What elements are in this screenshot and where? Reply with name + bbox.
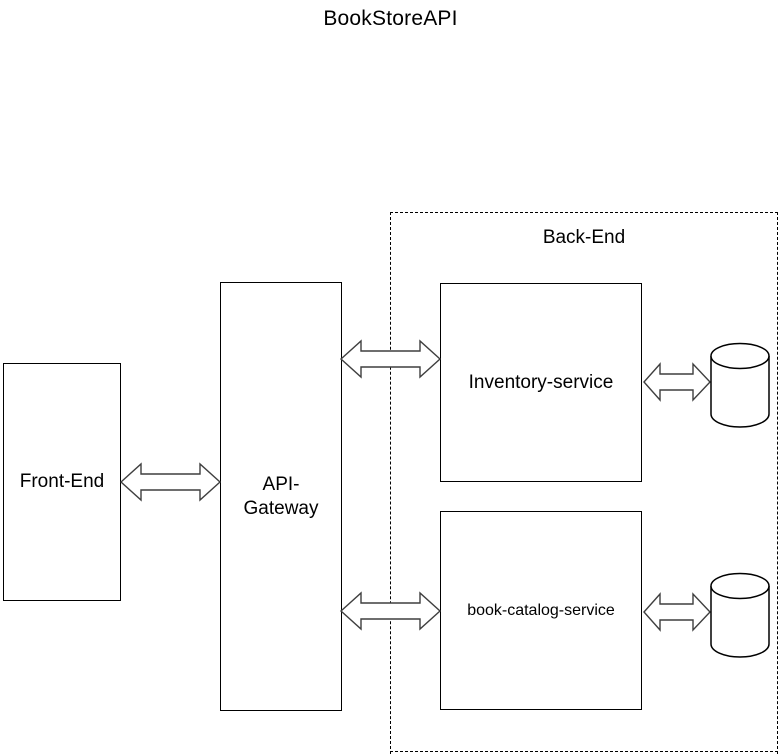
- backend-group-bottom-edge: [390, 751, 778, 752]
- double-arrow-icon: [643, 592, 711, 632]
- database-body-icon: [710, 356, 770, 428]
- page-title: BookStoreAPI: [323, 7, 458, 30]
- database-top-icon: [710, 572, 770, 600]
- double-arrow-icon: [339, 591, 442, 631]
- connector-gateway-to-inventory-service[interactable]: [339, 339, 442, 379]
- node-inventory-service-label: Inventory-service: [468, 371, 614, 393]
- double-arrow-icon: [643, 362, 711, 402]
- node-catalog-database[interactable]: [710, 572, 770, 658]
- connector-gateway-to-catalog-service[interactable]: [339, 591, 442, 631]
- backend-group-container: [390, 212, 778, 754]
- node-inventory-service[interactable]: Inventory-service: [440, 283, 642, 482]
- node-api-gateway[interactable]: API- Gateway: [220, 282, 342, 711]
- node-api-gateway-label: API- Gateway: [243, 473, 319, 519]
- node-book-catalog-service[interactable]: book-catalog-service: [440, 511, 642, 710]
- backend-group-label: Back-End: [542, 227, 626, 248]
- database-body-icon: [710, 586, 770, 658]
- double-arrow-icon: [119, 462, 222, 502]
- node-front-end-label: Front-End: [19, 471, 105, 492]
- connector-inventory-service-to-database[interactable]: [643, 362, 711, 402]
- node-book-catalog-service-label: book-catalog-service: [467, 601, 615, 619]
- connector-frontend-to-gateway[interactable]: [119, 462, 222, 502]
- double-arrow-icon: [339, 339, 442, 379]
- database-top-icon: [710, 342, 770, 370]
- node-front-end[interactable]: Front-End: [3, 363, 121, 601]
- connector-catalog-service-to-database[interactable]: [643, 592, 711, 632]
- node-inventory-database[interactable]: [710, 342, 770, 428]
